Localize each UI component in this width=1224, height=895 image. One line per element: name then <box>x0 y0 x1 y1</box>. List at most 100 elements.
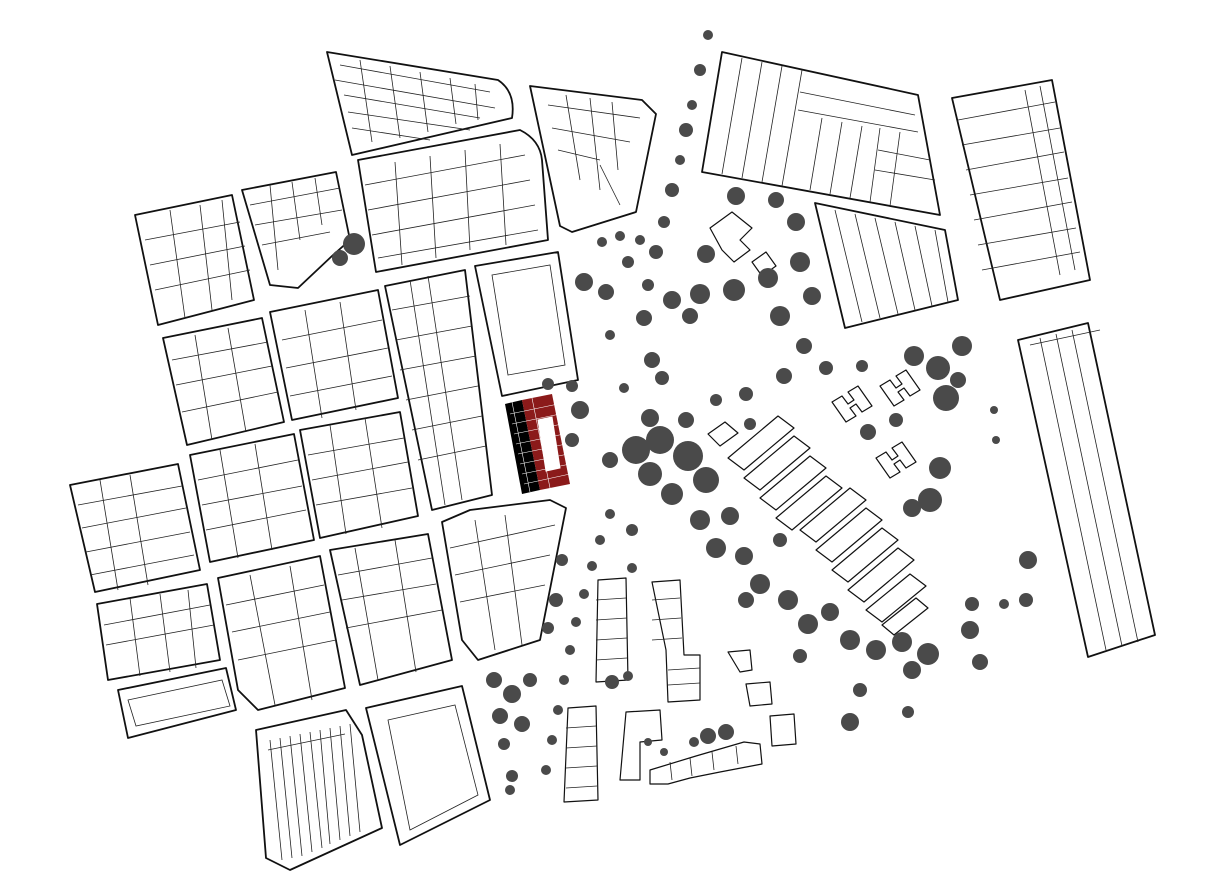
row-building <box>727 649 753 673</box>
tree <box>523 673 537 687</box>
tree <box>665 183 679 197</box>
city-block <box>162 317 285 446</box>
buildings-layer <box>563 211 929 803</box>
tree <box>486 672 502 688</box>
tree <box>626 524 638 536</box>
tree <box>605 675 619 689</box>
tree <box>952 336 972 356</box>
tree <box>750 574 770 594</box>
tree <box>735 547 753 565</box>
parcels-layer <box>77 57 1139 861</box>
tree <box>710 394 722 406</box>
tree <box>739 387 753 401</box>
tree <box>697 245 715 263</box>
tree <box>950 372 966 388</box>
tree <box>744 418 756 430</box>
tree <box>840 630 860 650</box>
tree <box>689 737 699 747</box>
parcel-lines <box>77 474 195 591</box>
parcel-lines <box>334 59 496 143</box>
row-building <box>651 579 701 703</box>
tree <box>553 705 563 715</box>
tree <box>646 426 674 454</box>
slab-building <box>799 487 867 543</box>
tree <box>904 346 924 366</box>
city-block <box>365 685 491 846</box>
tree <box>992 436 1000 444</box>
tree <box>926 356 950 380</box>
tree <box>565 645 575 655</box>
highlighted-site <box>505 394 571 494</box>
tree <box>776 368 792 384</box>
tree <box>999 599 1009 609</box>
tree <box>622 436 650 464</box>
city-block <box>529 85 657 233</box>
h-building <box>875 441 917 479</box>
tree <box>778 590 798 610</box>
tree <box>933 385 959 411</box>
tree <box>675 155 685 165</box>
tree <box>547 735 557 745</box>
tree <box>917 643 939 665</box>
parcel-lines <box>171 327 279 441</box>
villa-building <box>709 211 753 263</box>
tree <box>892 632 912 652</box>
tree <box>542 622 554 634</box>
tree <box>866 640 886 660</box>
tree <box>853 683 867 697</box>
parcel-lines <box>391 275 487 506</box>
tree <box>559 675 569 685</box>
tree <box>790 252 810 272</box>
tree <box>503 685 521 703</box>
slab-building <box>815 507 883 563</box>
row-building <box>595 577 629 683</box>
tree <box>660 748 668 756</box>
row-building <box>619 709 663 781</box>
parcel-lines <box>721 57 936 207</box>
slab-building <box>727 415 795 471</box>
parcel-lines <box>127 679 231 727</box>
slab-building <box>759 455 827 511</box>
tree <box>506 770 518 782</box>
parcel-lines <box>281 301 393 419</box>
tree <box>575 273 593 291</box>
tree <box>598 284 614 300</box>
tree <box>514 716 530 732</box>
city-block <box>474 251 579 397</box>
tree <box>644 352 660 368</box>
tree <box>856 360 868 372</box>
parcel-lines <box>957 85 1081 276</box>
tree <box>706 538 726 558</box>
city-block <box>189 433 315 563</box>
tree <box>1019 551 1037 569</box>
tree <box>803 287 821 305</box>
city-block <box>269 289 399 421</box>
tree <box>556 554 568 566</box>
tree <box>687 100 697 110</box>
slab-building <box>881 597 929 636</box>
slab-building <box>831 527 899 583</box>
city-block <box>329 533 453 686</box>
parcel-lines <box>1029 329 1139 651</box>
parcel-lines <box>144 199 251 319</box>
tree <box>700 728 716 744</box>
tree <box>638 462 662 486</box>
tree <box>694 64 706 76</box>
tree <box>571 401 589 419</box>
tree <box>990 406 998 414</box>
city-block <box>1017 322 1156 658</box>
tree <box>636 310 652 326</box>
h-building <box>831 385 873 423</box>
tree <box>595 535 605 545</box>
city-block <box>326 51 514 156</box>
parcel-lines <box>449 514 556 651</box>
tree <box>965 597 979 611</box>
tree <box>602 452 618 468</box>
tree <box>587 561 597 571</box>
tree <box>635 235 645 245</box>
parcel-lines <box>387 704 479 831</box>
tree <box>902 706 914 718</box>
tree <box>918 488 942 512</box>
tree <box>541 765 551 775</box>
tree <box>860 424 876 440</box>
